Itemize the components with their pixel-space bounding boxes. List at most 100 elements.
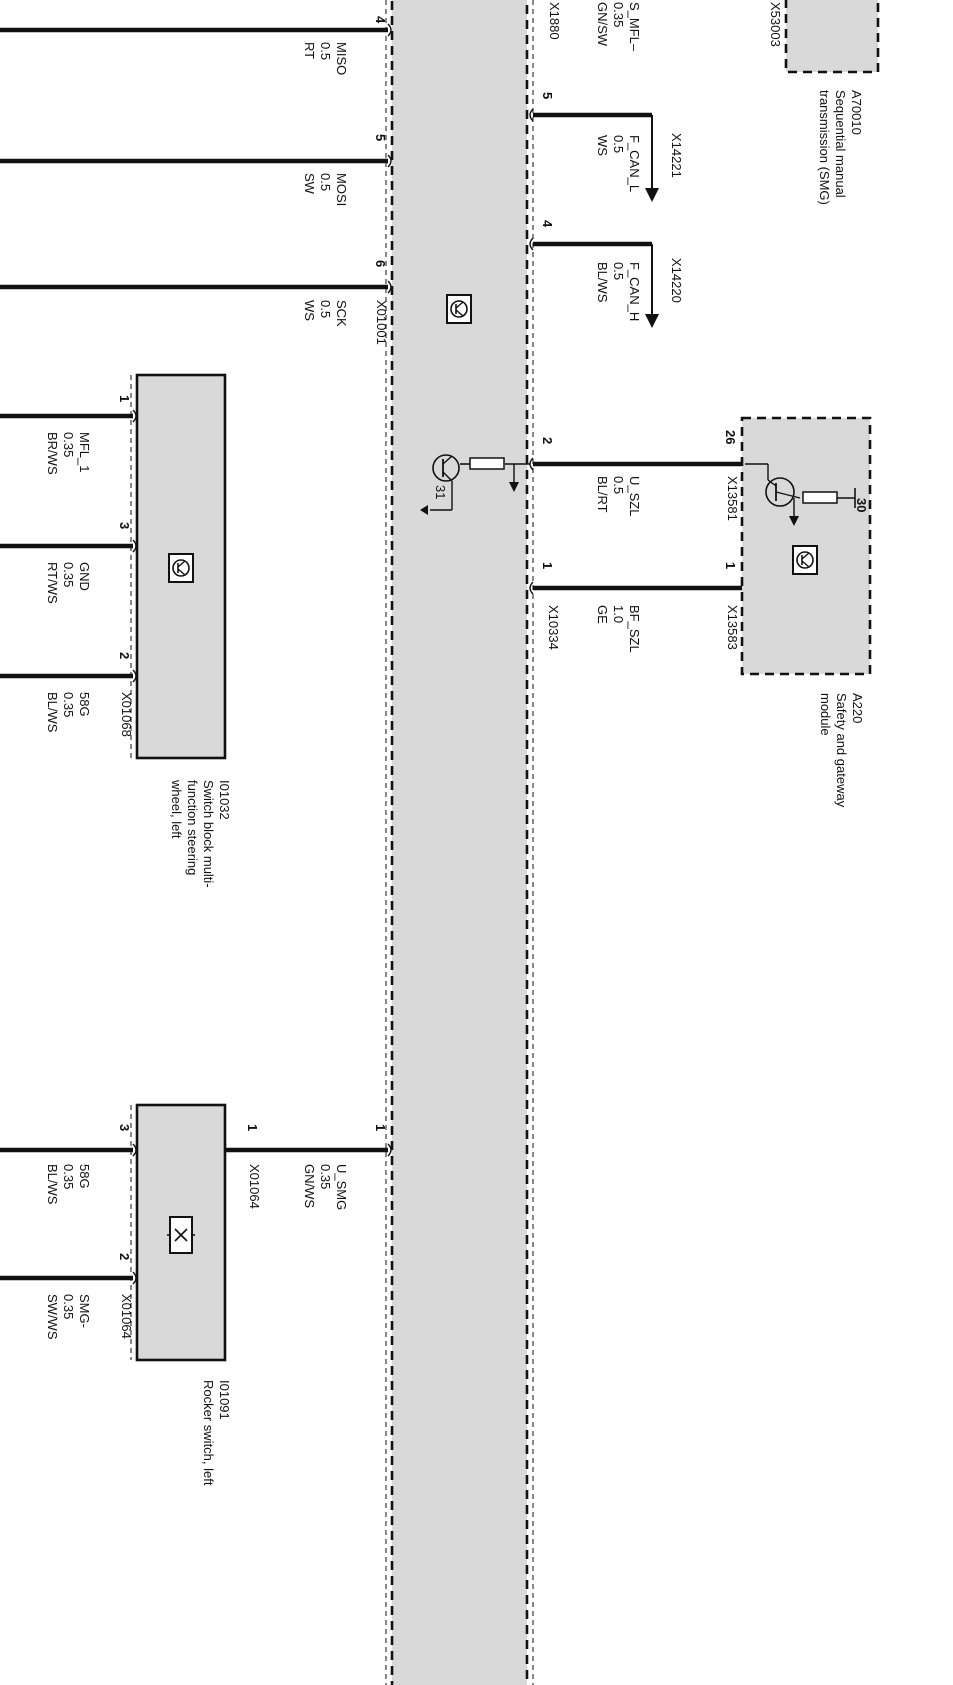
pin-label: 1 xyxy=(373,1124,388,1131)
wire-signal: S_MFL– xyxy=(627,2,642,52)
wire-color: BR/WS xyxy=(45,432,60,475)
wire-color: RT xyxy=(302,42,317,59)
connector-x14221: X14221 xyxy=(669,133,684,178)
pin-label: 3 xyxy=(117,1124,132,1131)
wire-u-szl[interactable]: 2 26 U_SZL 0.5 BL/RT X13581 xyxy=(529,430,746,521)
connector-x53003: X53003 xyxy=(768,2,783,47)
pin-label: 2 xyxy=(540,437,555,444)
wire-size: 0.35 xyxy=(61,1164,76,1189)
wire-size: 0.5 xyxy=(611,262,626,280)
wire-size: 0.35 xyxy=(61,692,76,717)
wire-sck[interactable]: 6 SCK 0.5 WS X01001 xyxy=(0,260,392,345)
rocker-id: I01091 xyxy=(217,1380,232,1420)
wire-signal: MOSI xyxy=(334,173,349,206)
ground-terminal-31: 31 xyxy=(433,485,448,499)
wire-color: WS xyxy=(595,135,610,156)
transistor-module-icon xyxy=(446,294,472,324)
wire-color: WS xyxy=(302,300,317,321)
switch-block-name-line1: Switch block multi- xyxy=(201,780,216,888)
smg-id: A70010 xyxy=(849,90,864,135)
wire-signal: U_SMG xyxy=(334,1164,349,1210)
wire-size: 0.5 xyxy=(318,173,333,191)
transistor-module-icon xyxy=(792,545,818,575)
transistor-module-icon xyxy=(168,553,194,583)
switch-block-id: I01032 xyxy=(217,780,232,820)
switch-block-name-line2: function steering xyxy=(185,780,200,875)
wire-mfl1[interactable]: 1 MFL_1 0.35 BR/WS xyxy=(0,395,137,475)
wire-signal: BF_SZL xyxy=(627,605,642,653)
wire-size: 1.0 xyxy=(611,605,626,623)
smg-module[interactable]: X53003 A70010 Sequential manual transmis… xyxy=(768,0,880,205)
wire-signal: GND xyxy=(77,562,92,591)
wire-color: BL/RT xyxy=(595,476,610,513)
pin-label: 1 xyxy=(723,562,738,569)
wire-58g-rocker[interactable]: 3 58G 0.35 BL/WS xyxy=(0,1124,137,1205)
wire-signal: MFL_1 xyxy=(77,432,92,472)
wire-color: BL/WS xyxy=(595,262,610,303)
switch-block-name-line3: wheel, left xyxy=(169,779,184,839)
pin-label: 26 xyxy=(723,430,738,444)
wire-s-mfl[interactable]: X1880 S_MFL– 0.35 GN/SW xyxy=(547,2,642,52)
connector-x01001: X01001 xyxy=(374,300,389,345)
terminal-30: 30 xyxy=(854,498,869,512)
safety-gateway-module[interactable]: 30 A220 Safety and gateway module xyxy=(740,416,872,808)
rocker-switch-left[interactable]: I01091 Rocker switch, left xyxy=(130,1103,232,1486)
szl-id: A220 xyxy=(850,693,865,723)
wire-f-can-h[interactable]: 4 F_CAN_H 0.5 BL/WS X14220 xyxy=(529,220,684,328)
connector-x10334: X10334 xyxy=(546,605,561,650)
wire-size: 0.35 xyxy=(61,1294,76,1319)
wire-size: 0.5 xyxy=(611,135,626,153)
pin-label: 1 xyxy=(117,395,132,402)
wire-color: BL/WS xyxy=(45,1164,60,1205)
wire-signal: F_CAN_H xyxy=(627,262,642,321)
wire-signal: F_CAN_L xyxy=(627,135,642,192)
smg-name-line1: Sequential manual xyxy=(833,90,848,198)
wire-miso[interactable]: 4 MISO 0.5 RT xyxy=(0,16,392,75)
wire-signal: U_SZL xyxy=(627,476,642,516)
transistor-circuit-central: 31 xyxy=(420,454,530,515)
wire-signal: 58G xyxy=(77,1164,92,1189)
wire-signal: SMG- xyxy=(77,1294,92,1328)
wire-size: 0.35 xyxy=(61,562,76,587)
wire-size: 0.35 xyxy=(318,1164,333,1189)
connector-x01068: X01068 xyxy=(119,692,134,737)
pin-label: 6 xyxy=(373,260,388,267)
connector-x14220: X14220 xyxy=(669,258,684,303)
wire-u-smg[interactable]: 1 1 U_SMG 0.35 GN/WS X01064 xyxy=(222,1124,392,1210)
wire-signal: 58G xyxy=(77,692,92,717)
wire-color: GN/WS xyxy=(302,1164,317,1208)
pin-label: 2 xyxy=(117,652,132,659)
switch-block-multifunction[interactable]: I01032 Switch block multi- function stee… xyxy=(130,373,232,888)
wire-mosi[interactable]: 5 MOSI 0.5 SW xyxy=(0,134,392,206)
wire-color: BL/WS xyxy=(45,692,60,733)
wire-color: GE xyxy=(595,605,610,624)
wire-58g-switch-block[interactable]: 2 58G 0.35 BL/WS X01068 xyxy=(0,652,137,737)
wire-size: 0.5 xyxy=(611,476,626,494)
connector-x01064-bottom: X01064 xyxy=(119,1294,134,1339)
wire-color: SW xyxy=(302,173,317,195)
connector-x1880: X1880 xyxy=(547,2,562,40)
connector-x13581: X13581 xyxy=(725,476,740,521)
wire-color: RT/WS xyxy=(45,562,60,604)
switch-x-icon xyxy=(167,1216,195,1254)
wire-gnd[interactable]: 3 GND 0.35 RT/WS xyxy=(0,522,137,604)
szl-name-line2: module xyxy=(818,693,833,736)
wire-size: 0.5 xyxy=(318,42,333,60)
wire-color: SW/WS xyxy=(45,1294,60,1340)
pin-label: 4 xyxy=(540,220,555,228)
wire-signal: MISO xyxy=(334,42,349,75)
pin-label: 1 xyxy=(245,1124,260,1131)
pin-label: 3 xyxy=(117,522,132,529)
wire-smg-minus[interactable]: 2 SMG- 0.35 SW/WS X01064 xyxy=(0,1253,137,1340)
central-control-unit xyxy=(385,0,534,1685)
wire-signal: SCK xyxy=(334,300,349,327)
pin-label: 4 xyxy=(373,16,388,24)
connector-x01064: X01064 xyxy=(247,1164,262,1209)
wire-size: 0.35 xyxy=(61,432,76,457)
smg-name-line2: transmission (SMG) xyxy=(817,90,832,205)
wire-f-can-l[interactable]: 5 F_CAN_L 0.5 WS X14221 xyxy=(529,92,684,202)
szl-name-line1: Safety and gateway xyxy=(834,693,849,808)
wire-bf-szl[interactable]: 1 1 BF_SZL 1.0 GE X10334 X13583 xyxy=(529,562,746,653)
wire-color: GN/SW xyxy=(595,2,610,47)
